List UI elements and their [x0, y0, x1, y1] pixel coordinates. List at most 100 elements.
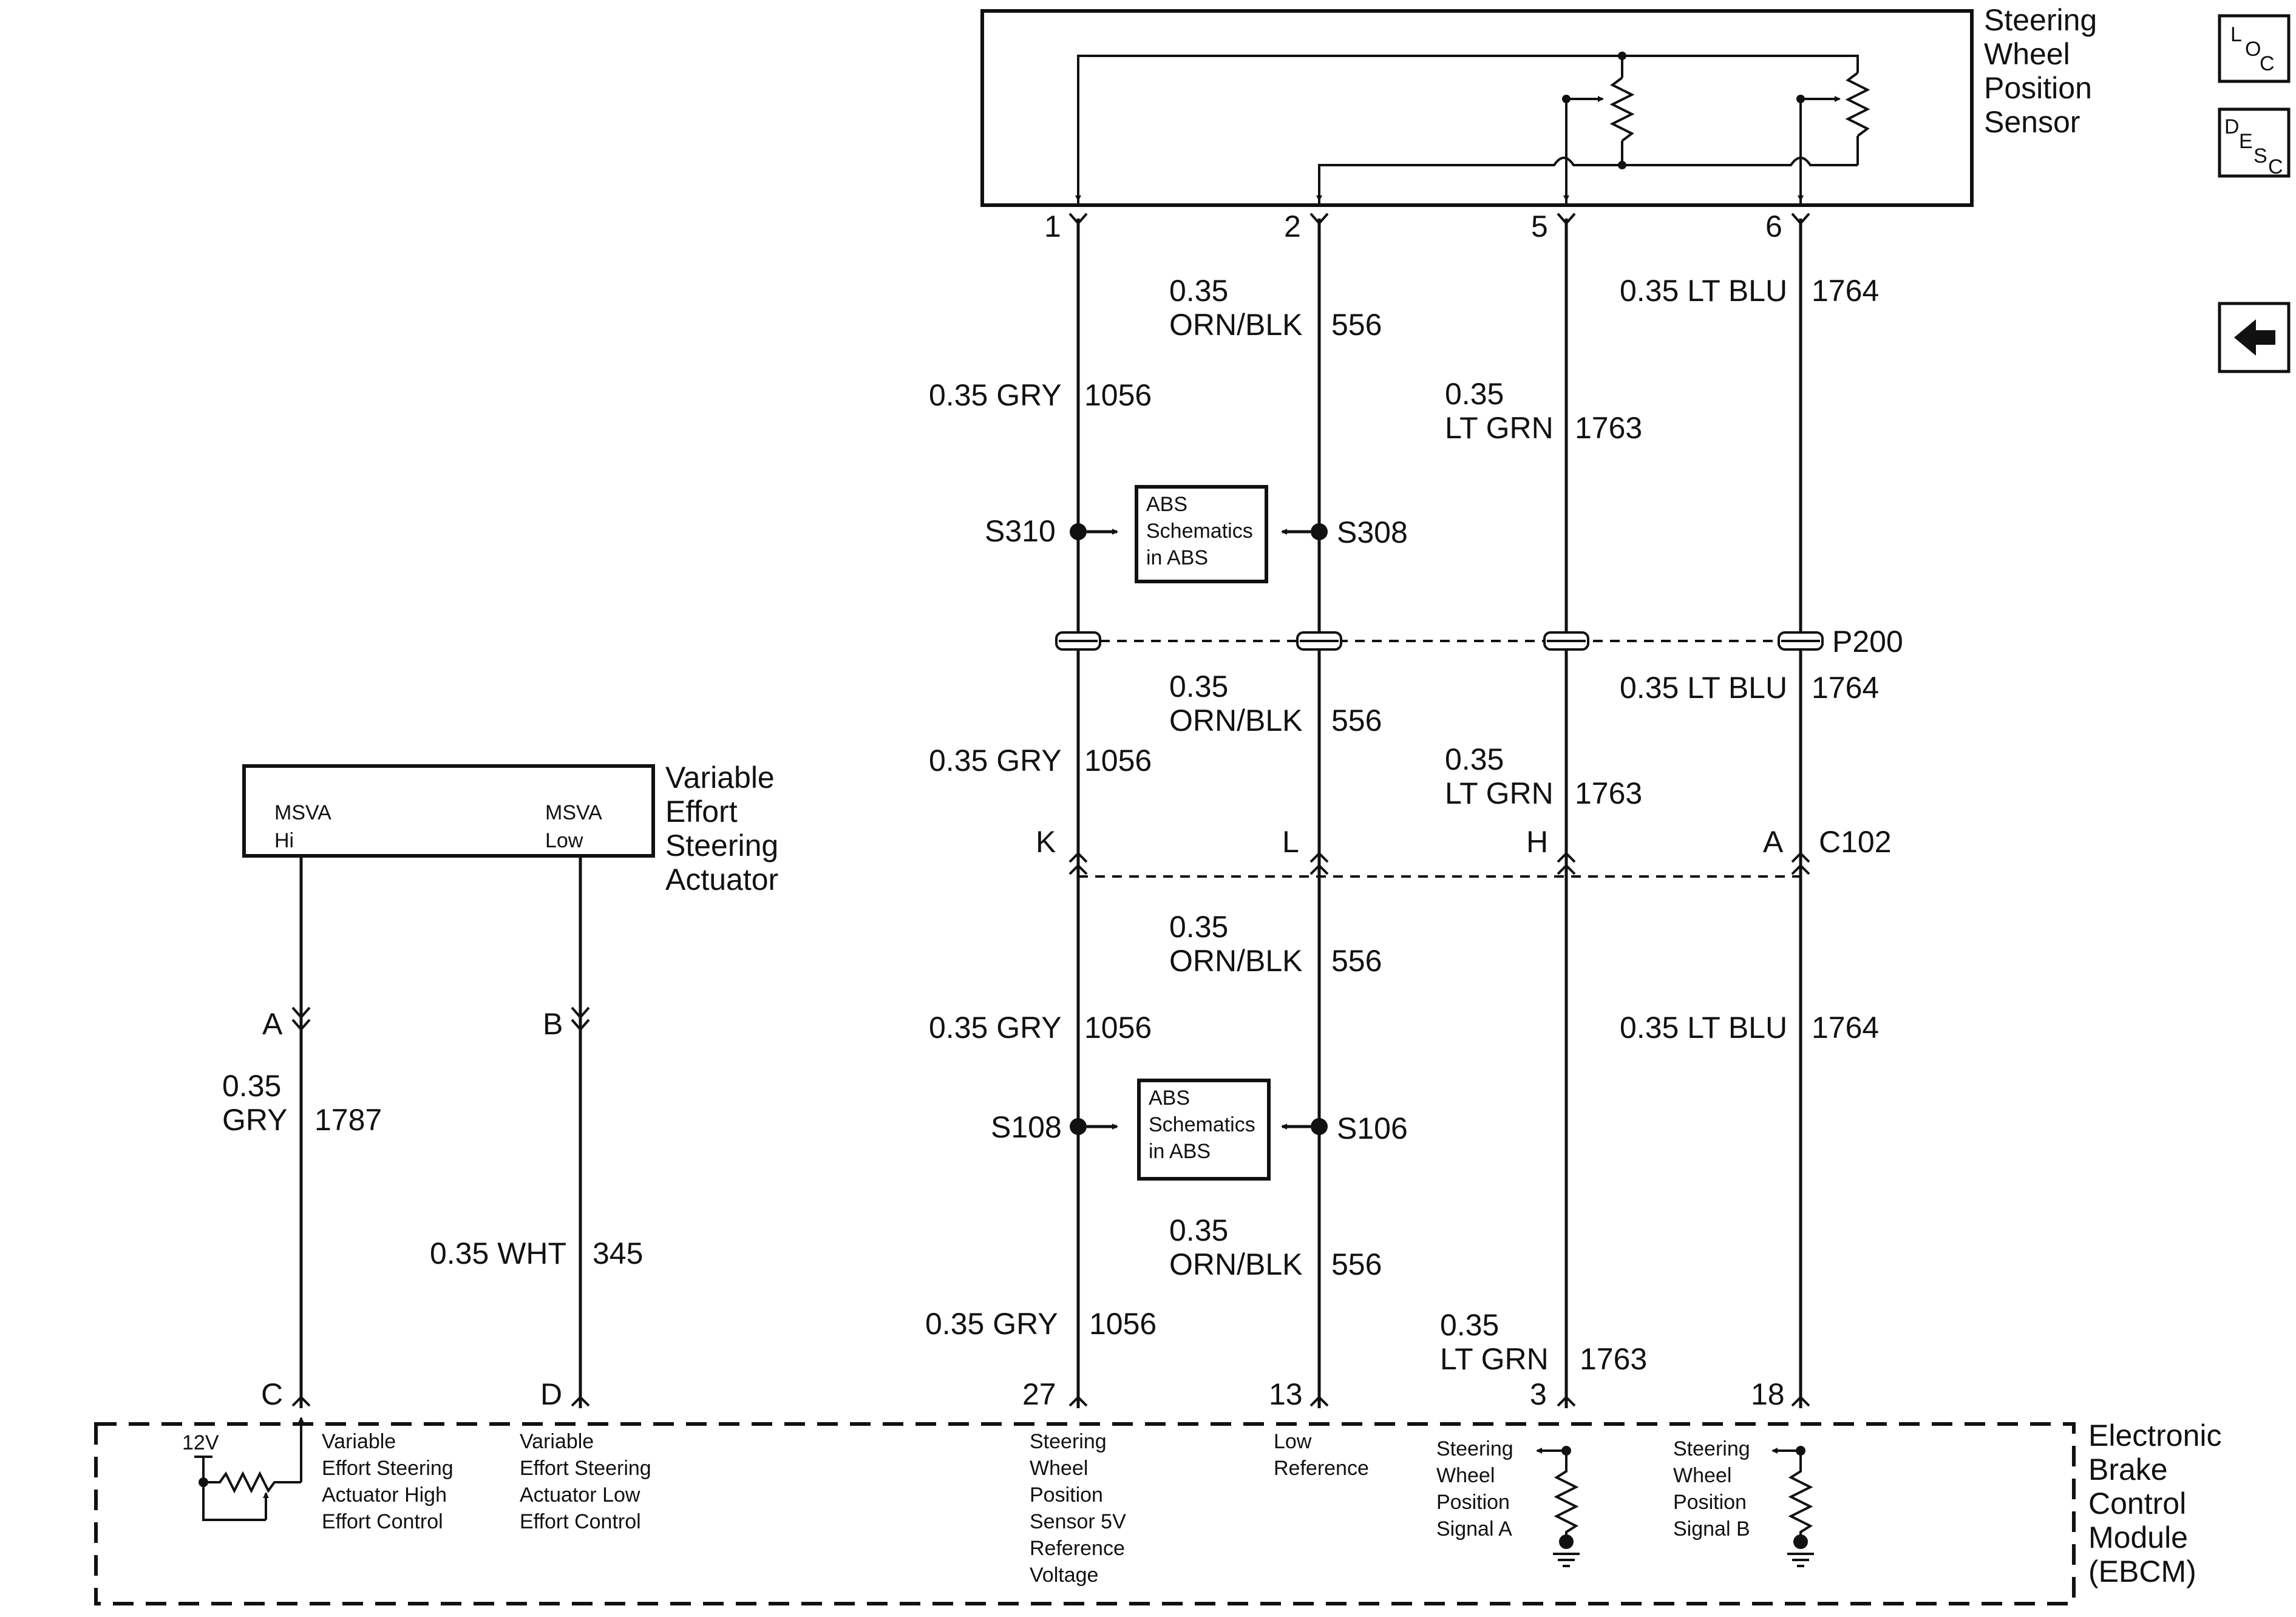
- sensor-name-line-1: Steering: [1984, 3, 2097, 37]
- wire-1764-color-2: 0.35 LT BLU: [1620, 671, 1787, 705]
- ebcm-name-line-1: Electronic: [2088, 1419, 2222, 1453]
- variable-effort-steering-actuator: MSVA Hi MSVA Low Variable Effort Steerin…: [242, 761, 778, 897]
- back-arrow-icon: [2234, 319, 2275, 356]
- lowref-line-1: Low: [1274, 1430, 1312, 1453]
- ref5v-line-6: Voltage: [1030, 1564, 1098, 1587]
- wire-556-size-4: 0.35: [1169, 1213, 1228, 1247]
- c102-pin-h: H: [1526, 825, 1548, 859]
- sensor-name-line-2: Wheel: [1984, 37, 2070, 71]
- description-button[interactable]: D E S C: [2218, 107, 2291, 178]
- wire-1763-number: 1763: [1575, 411, 1642, 445]
- wire-1763-size-4: 0.35: [1440, 1308, 1499, 1342]
- hi-ctrl-line-1: Variable: [322, 1430, 396, 1453]
- ebcm-pin-3: 3: [1530, 1377, 1547, 1411]
- actuator-pin-a: A: [262, 1007, 283, 1041]
- wire-1764-color-3: 0.35 LT BLU: [1620, 1011, 1787, 1045]
- msva-low-line-1: MSVA: [545, 801, 602, 824]
- wire-345-number: 345: [593, 1236, 643, 1270]
- ref5v-line-1: Steering: [1030, 1430, 1107, 1453]
- hi-ctrl-line-3: Actuator High: [322, 1483, 447, 1507]
- sigA-line-1: Steering: [1436, 1437, 1513, 1460]
- low-ctrl-line-1: Variable: [520, 1430, 594, 1453]
- ref5v-line-5: Reference: [1030, 1537, 1125, 1560]
- sensor-pin-6: 6: [1765, 209, 1782, 243]
- abs-ref-upper-line-1: ABS: [1146, 493, 1187, 516]
- ebcm-module: Electronic Brake Control Module (EBCM) 1…: [94, 1417, 2222, 1605]
- actuator-wires: A B C D 0.35 GRY 1787 0.35 WHT 345: [222, 856, 643, 1411]
- actuator-name-line-1: Variable: [665, 761, 775, 795]
- steering-wheel-position-sensor: Steering Wheel Position Sensor: [980, 3, 2097, 207]
- abs-ref-upper-line-3: in ABS: [1146, 546, 1208, 569]
- wire-1763-color-2: LT GRN: [1445, 776, 1554, 810]
- wire-556-color: ORN/BLK: [1169, 308, 1303, 342]
- desc-letter-d: D: [2224, 115, 2240, 138]
- msva-low-line-2: Low: [545, 829, 583, 852]
- back-button[interactable]: [2218, 302, 2291, 373]
- sigB-line-4: Signal B: [1673, 1517, 1750, 1541]
- c102-pin-l: L: [1282, 825, 1299, 859]
- wire-1056-number-4: 1056: [1089, 1307, 1156, 1341]
- actuator-pin-b: B: [543, 1007, 563, 1041]
- wire-1764-color: 0.35 LT BLU: [1620, 274, 1787, 308]
- abs-ref-lower-line-3: in ABS: [1149, 1140, 1211, 1163]
- wire-1787-size: 0.35: [222, 1069, 281, 1103]
- ebcm-pin-18: 18: [1751, 1377, 1785, 1411]
- ebcm-name-line-3: Control: [2088, 1486, 2186, 1520]
- wire-1763-size-2: 0.35: [1445, 742, 1504, 776]
- wire-1763-color: LT GRN: [1445, 411, 1554, 445]
- low-ctrl-line-2: Effort Steering: [520, 1457, 651, 1480]
- sigB-line-1: Steering: [1673, 1437, 1750, 1460]
- wire-1764-number-3: 1764: [1812, 1011, 1879, 1045]
- wire-556-color-4: ORN/BLK: [1169, 1247, 1303, 1281]
- hi-ctrl-line-2: Effort Steering: [322, 1457, 453, 1480]
- wire-1763-size: 0.35: [1445, 377, 1504, 411]
- connector-p200-label: P200: [1832, 625, 1903, 659]
- wire-556-size-2: 0.35: [1169, 670, 1228, 703]
- abs-reference-box-upper[interactable]: [1135, 485, 1268, 583]
- wire-1763-color-4: LT GRN: [1440, 1342, 1549, 1376]
- sigA-line-4: Signal A: [1436, 1517, 1512, 1541]
- location-button[interactable]: L O C: [2218, 14, 2291, 83]
- desc-letter-e: E: [2239, 130, 2253, 153]
- desc-letter-s: S: [2254, 144, 2267, 168]
- ebcm-name-line-5: (EBCM): [2088, 1554, 2196, 1588]
- wire-345-color: 0.35 WHT: [430, 1236, 566, 1270]
- ref5v-line-2: Wheel: [1030, 1457, 1088, 1480]
- hi-ctrl-line-4: Effort Control: [322, 1510, 443, 1533]
- connector-c102: K L H A C102: [1036, 825, 1892, 878]
- lowref-line-2: Reference: [1274, 1457, 1369, 1480]
- ebcm-pin-27: 27: [1022, 1377, 1056, 1411]
- abs-ref-upper-line-2: Schematics: [1146, 520, 1253, 543]
- sigB-line-3: Position: [1673, 1491, 1747, 1514]
- sigA-line-3: Position: [1436, 1491, 1510, 1514]
- splice-s106: S106: [1337, 1111, 1408, 1145]
- actuator-name-line-2: Effort: [665, 795, 738, 829]
- msva-hi-line-1: MSVA: [274, 801, 331, 824]
- wire-1763-number-2: 1763: [1575, 776, 1642, 810]
- c102-pin-k: K: [1036, 825, 1056, 859]
- splice-group-lower: S108 S106 ABS Schematics in ABS: [991, 1079, 1408, 1181]
- sensor-pin-2: 2: [1284, 209, 1301, 243]
- desc-letter-c: C: [2268, 155, 2283, 178]
- wire-1056-color-4: 0.35 GRY: [925, 1307, 1058, 1341]
- wire-1056-color-3: 0.35 GRY: [929, 1011, 1062, 1045]
- sigA-line-2: Wheel: [1436, 1464, 1495, 1487]
- wire-1056-number: 1056: [1084, 378, 1152, 412]
- wire-1787-number: 1787: [314, 1103, 382, 1137]
- wire-1056-color-2: 0.35 GRY: [929, 744, 1062, 778]
- low-ctrl-line-3: Actuator Low: [520, 1483, 640, 1507]
- connector-p200: P200: [1055, 625, 1903, 659]
- abs-ref-lower-line-1: ABS: [1149, 1086, 1190, 1110]
- splice-s108: S108: [991, 1110, 1062, 1144]
- sigB-line-2: Wheel: [1673, 1464, 1731, 1487]
- ebcm-pin-d: D: [540, 1377, 562, 1411]
- sensor-pin-5: 5: [1531, 209, 1548, 243]
- ebcm-pin-c: C: [261, 1377, 283, 1411]
- abs-ref-lower-line-2: Schematics: [1149, 1113, 1255, 1136]
- sensor-wires: [1068, 212, 1810, 1408]
- abs-reference-box-lower[interactable]: [1137, 1079, 1271, 1181]
- wire-556-number-3: 556: [1331, 944, 1382, 978]
- loc-letter-l: L: [2230, 23, 2242, 46]
- msva-hi-line-2: Hi: [274, 829, 294, 852]
